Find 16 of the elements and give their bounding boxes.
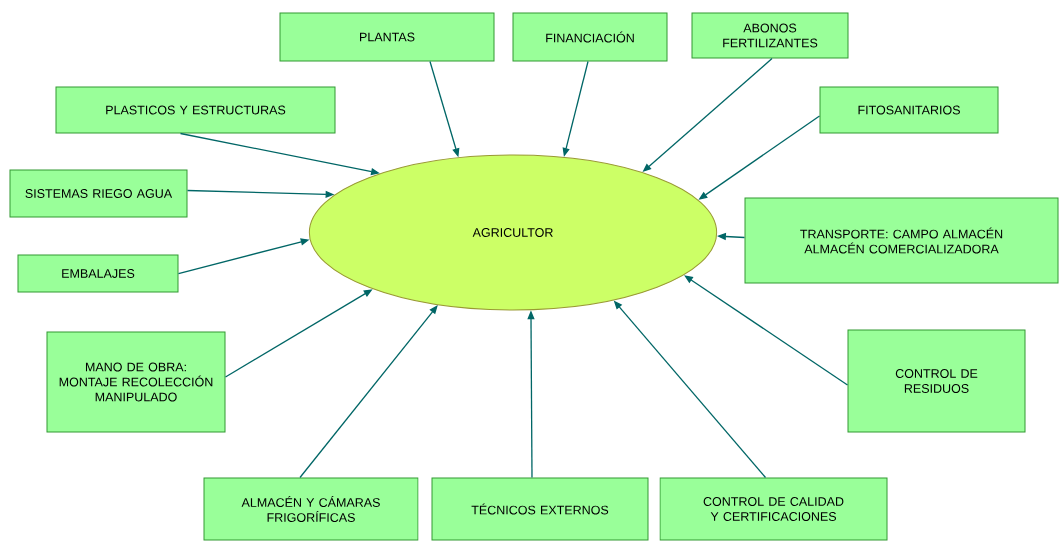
text-box: ALMACÉN Y CÁMARAS FRIGORÍFICAS xyxy=(203,477,419,541)
arrow xyxy=(299,305,438,479)
text-box: TRANSPORTE: CAMPO ALMACÉN ALMACÉN COMERCIALIZADORA xyxy=(744,197,1059,284)
oval-node: AGRICULTOR xyxy=(308,154,718,311)
text-box: SISTEMAS RIEGO AGUA xyxy=(9,169,188,218)
text-box: TÉCNICOS EXTERNOS xyxy=(431,477,649,541)
text-box: PLANTAS xyxy=(279,12,495,62)
text-box: CONTROL DE RESIDUOS xyxy=(847,329,1026,433)
text-box: CONTROL DE CALIDAD Y CERTIFICACIONES xyxy=(659,477,888,541)
text-box: MANO DE OBRA: MONTAJE RECOLECCIÓN MANIPULADO xyxy=(46,331,226,433)
text-box: EMBALAJES xyxy=(17,254,179,293)
text-box: ABONOS FERTILIZANTES xyxy=(691,12,849,59)
arrow xyxy=(684,275,849,386)
text-box: FINANCIACIÓN xyxy=(512,12,668,62)
text-box: FITOSANITARIOS xyxy=(819,86,999,134)
text-box: PLASTICOS Y ESTRUCTURAS xyxy=(55,86,336,134)
